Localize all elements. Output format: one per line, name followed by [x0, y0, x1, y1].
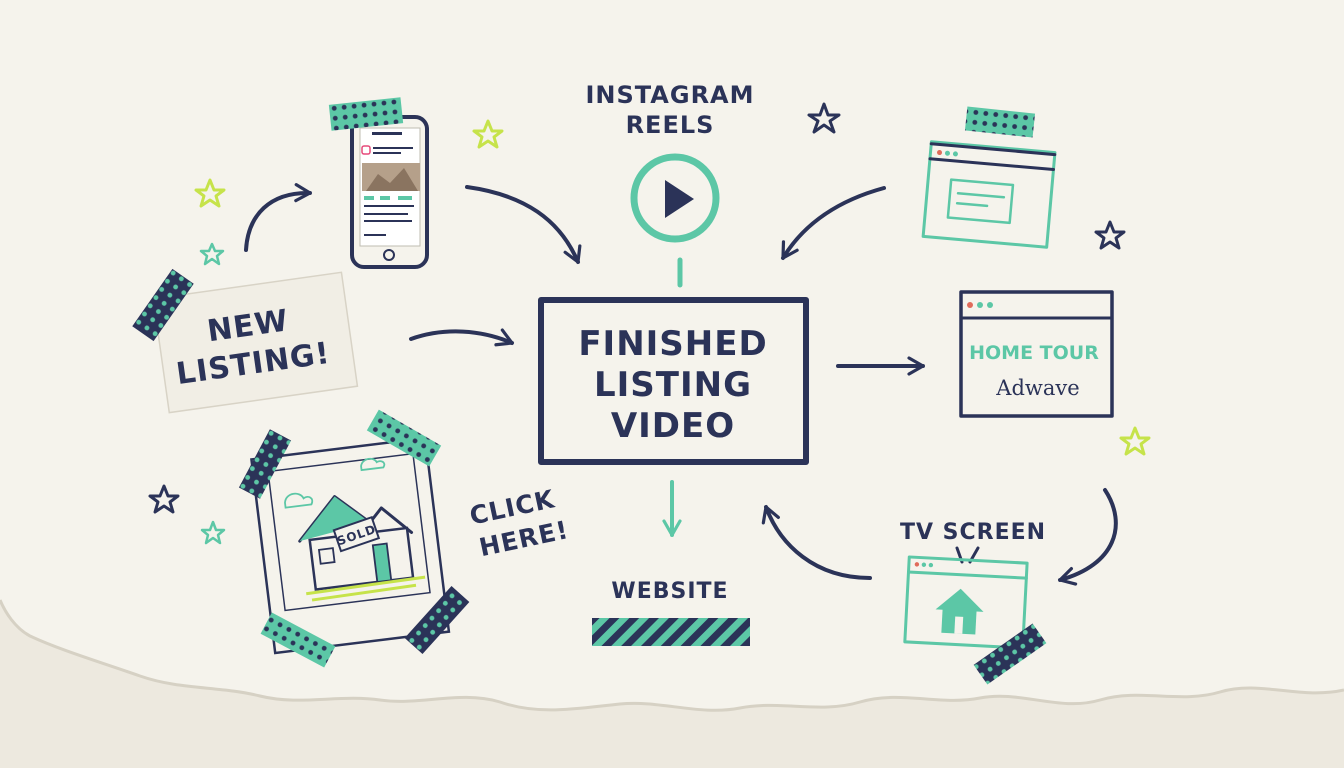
- home-tour-brand: Adwave: [995, 376, 1079, 400]
- cloud-icon: [284, 492, 314, 509]
- washi-tape: [404, 585, 470, 655]
- new-listing-note: NEW LISTING!: [132, 268, 359, 414]
- finished-listing-video-box: FINISHED LISTING VIDEO: [538, 297, 809, 465]
- washi-tape: [132, 268, 194, 342]
- center-title-line1: FINISHED: [578, 324, 767, 364]
- star-icon: [200, 520, 226, 545]
- washi-tape: [238, 429, 292, 499]
- center-title-line2: LISTING: [594, 365, 752, 405]
- instagram-reels-node: INSTAGRAM REELS: [585, 81, 754, 288]
- arrow-note-to-video: [409, 328, 514, 347]
- arrow-home-tour-to-tv: [1058, 488, 1118, 586]
- home-tour-window: HOME TOUR Adwave: [959, 290, 1114, 418]
- play-circle-icon: [630, 153, 720, 243]
- washi-tape: [260, 612, 336, 668]
- website-node: WEBSITE: [592, 480, 750, 646]
- arrow-tv-to-video: [761, 505, 872, 580]
- browser-window-node: [921, 106, 1057, 249]
- washi-tape: [964, 106, 1036, 138]
- instagram-label-line1: INSTAGRAM: [585, 81, 754, 109]
- phone-screen-node: [328, 97, 429, 269]
- arrow-phone-to-video: [465, 185, 582, 264]
- instagram-logo-icon: [361, 145, 371, 155]
- star-icon: [199, 242, 225, 266]
- star-icon: [807, 102, 841, 134]
- home-tour-title: HOME TOUR: [969, 342, 1099, 364]
- website-label: WEBSITE: [611, 579, 728, 604]
- play-icon: [665, 180, 694, 218]
- instagram-label-line2: REELS: [626, 111, 715, 139]
- striped-tape: [592, 618, 750, 646]
- star-icon: [194, 178, 226, 208]
- arrow-note-to-phone: [244, 183, 312, 252]
- arrow-browser-to-video: [781, 186, 886, 260]
- washi-tape: [328, 97, 404, 131]
- tv-screen-node: TV SCREEN: [900, 520, 1047, 685]
- star-icon: [472, 119, 504, 149]
- washi-tape: [973, 623, 1047, 685]
- tv-screen-label: TV SCREEN: [900, 520, 1046, 545]
- home-button-icon: [383, 249, 395, 261]
- house-icon: [935, 588, 984, 612]
- star-icon: [1094, 220, 1126, 250]
- flow-arrows: [244, 183, 1118, 586]
- decorative-stars: [148, 102, 1151, 545]
- sold-house-polaroid: SOLD: [238, 409, 470, 668]
- star-icon: [148, 484, 180, 514]
- washi-tape: [366, 409, 442, 467]
- star-icon: [1119, 426, 1151, 456]
- center-title-line3: VIDEO: [611, 406, 735, 446]
